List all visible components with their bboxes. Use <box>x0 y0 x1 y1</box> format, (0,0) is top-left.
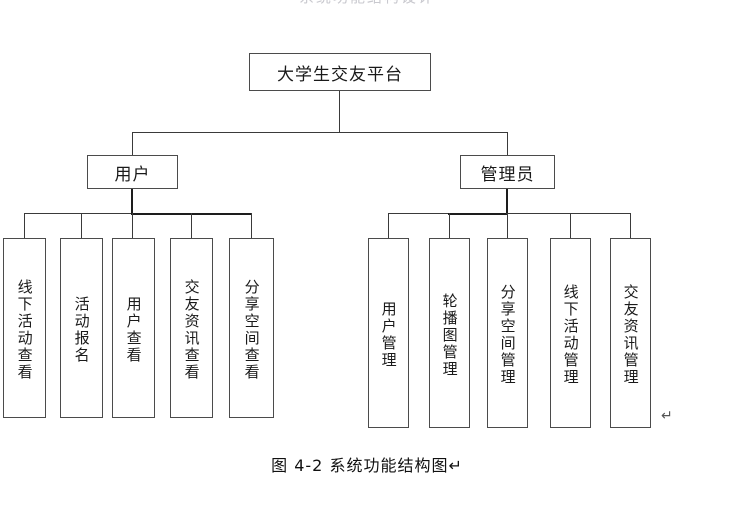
connector-admin-bus-right <box>506 213 631 214</box>
leaf-node-dating-news-management[interactable]: 交友资讯管理 <box>610 238 651 428</box>
leaf-node-user-management[interactable]: 用户管理 <box>368 238 409 428</box>
connector-admin-stem <box>506 189 508 214</box>
connector-root-stem <box>339 91 340 132</box>
return-mark-icon: ↵ <box>661 408 673 424</box>
connector-admin-leaf-drop-3 <box>507 213 508 238</box>
leaf-node-offline-activity-management[interactable]: 线下活动管理 <box>550 238 591 428</box>
root-node-platform[interactable]: 大学生交友平台 <box>249 53 431 91</box>
leaf-node-user-view[interactable]: 用户查看 <box>112 238 155 418</box>
connector-user-leaf-drop-2 <box>81 213 82 238</box>
leaf-node-dating-news-view[interactable]: 交友资讯查看 <box>170 238 213 418</box>
connector-admin-leaf-drop-5 <box>630 213 631 238</box>
branch-node-user[interactable]: 用户 <box>87 155 178 189</box>
connector-user-leaf-drop-4 <box>191 213 192 238</box>
leaf-node-share-space-view[interactable]: 分享空间查看 <box>229 238 274 418</box>
clipped-heading-text: 系统功能结构设计 <box>0 0 734 7</box>
branch-node-admin[interactable]: 管理员 <box>460 155 555 189</box>
connector-user-leaf-drop-1 <box>24 213 25 238</box>
leaf-node-offline-activity-view[interactable]: 线下活动查看 <box>3 238 46 418</box>
leaf-node-activity-signup[interactable]: 活动报名 <box>60 238 103 418</box>
connector-admin-leaf-drop-2 <box>449 213 450 238</box>
connector-drop-admin <box>507 132 508 155</box>
figure-caption: 图 4-2 系统功能结构图↵ <box>271 456 463 475</box>
connector-user-leaf-drop-3 <box>132 213 133 238</box>
connector-user-leaf-drop-5 <box>251 213 252 238</box>
connector-user-bus-left <box>24 213 131 214</box>
connector-admin-leaf-drop-4 <box>570 213 571 238</box>
connector-user-stem <box>131 189 133 214</box>
connector-admin-leaf-drop-1 <box>388 213 389 238</box>
leaf-node-carousel-management[interactable]: 轮播图管理 <box>429 238 470 428</box>
connector-admin-bus-left <box>388 213 506 214</box>
connector-admin-bus-mid <box>448 213 508 215</box>
leaf-node-share-space-management[interactable]: 分享空间管理 <box>487 238 528 428</box>
connector-drop-user <box>132 132 133 155</box>
connector-level1-bus <box>132 132 508 133</box>
